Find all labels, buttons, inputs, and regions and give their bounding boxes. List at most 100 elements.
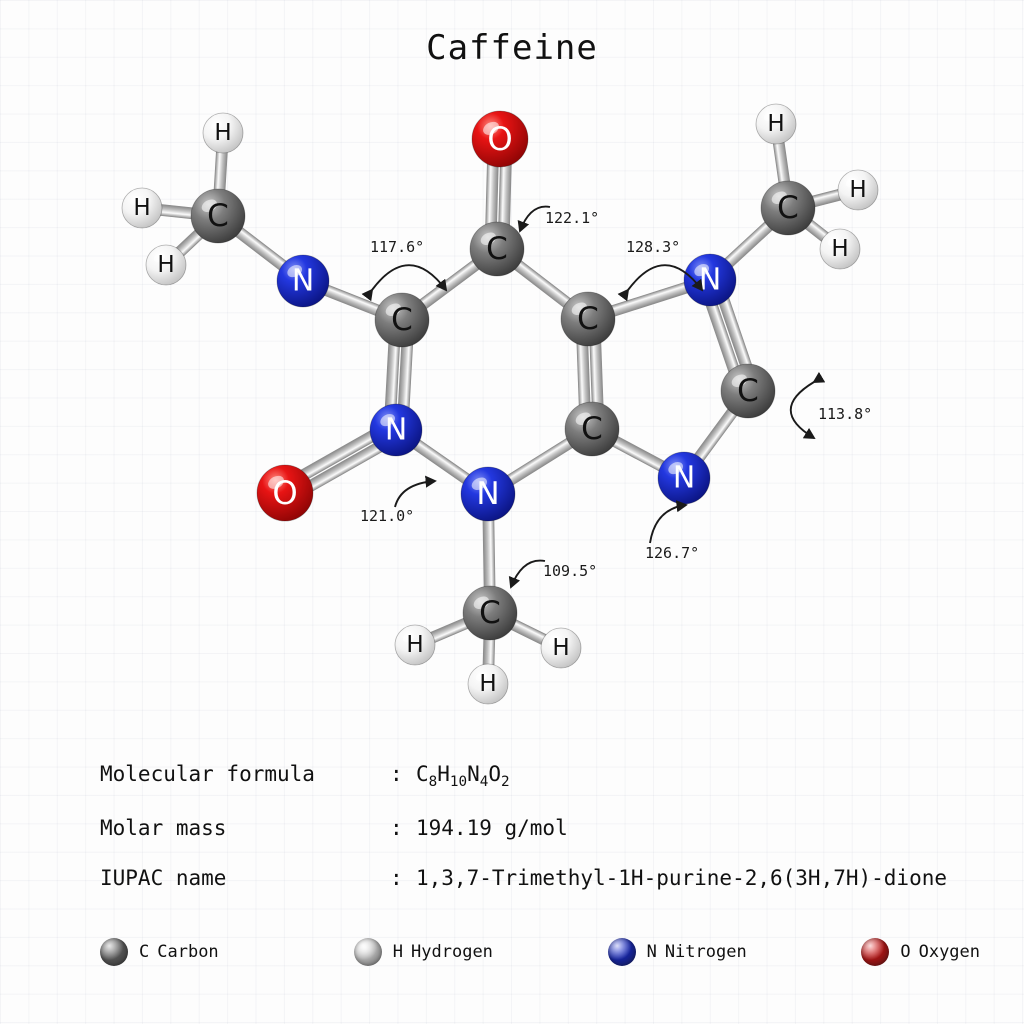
atom-o-left[interactable]: O bbox=[256, 464, 314, 522]
angle-arc bbox=[789, 371, 826, 439]
legend-hydrogen-name: Hydrogen bbox=[411, 942, 493, 962]
angle-128-3: 128.3° bbox=[626, 238, 681, 256]
atom-label: O bbox=[487, 120, 512, 158]
molar-mass-key: Molar mass bbox=[100, 816, 227, 841]
legend-oxygen-symbol: O bbox=[900, 942, 911, 962]
atom-label: H bbox=[849, 177, 866, 203]
atom-label: N bbox=[385, 413, 407, 448]
angle-arc bbox=[394, 475, 437, 508]
atom-label: N bbox=[476, 476, 499, 512]
angle-109-5: 109.5° bbox=[543, 562, 598, 580]
legend-hydrogen-text: H Hydrogen bbox=[393, 942, 493, 962]
iupac-name-key: IUPAC name bbox=[100, 866, 227, 891]
molar-mass-colon: : bbox=[390, 816, 403, 841]
iupac-name-value: 1,3,7-Trimethyl-1H-purine-2,6(3H,7H)-dio… bbox=[416, 866, 948, 891]
bond bbox=[575, 318, 605, 430]
atom-h-left-mid[interactable]: H bbox=[121, 187, 163, 229]
atom-n3-ring[interactable]: N bbox=[369, 403, 423, 457]
iupac-name-colon: : bbox=[390, 866, 403, 891]
legend-oxygen-name: Oxygen bbox=[918, 942, 981, 962]
atom-c5-ring[interactable]: C bbox=[560, 291, 616, 347]
atom-n7-ring[interactable]: N bbox=[683, 253, 737, 307]
atom-label: C bbox=[737, 373, 759, 409]
atom-label: N bbox=[699, 263, 721, 298]
molecular-formula-key: Molecular formula bbox=[100, 762, 315, 786]
atom-h-left-bottom[interactable]: H bbox=[145, 244, 187, 286]
atom-label: C bbox=[777, 190, 799, 226]
info-row-molecular-formula: Molecular formula: C8H10N4O2 bbox=[100, 762, 980, 790]
atom-label: H bbox=[831, 236, 848, 262]
legend-hydrogen: H Hydrogen bbox=[353, 938, 608, 966]
atom-h-right-mid[interactable]: H bbox=[837, 169, 879, 211]
angle-arc-layer bbox=[361, 205, 826, 589]
legend-carbon-name: Carbon bbox=[157, 942, 219, 962]
atom-label: C bbox=[479, 595, 501, 631]
info-row-iupac-name: IUPAC name:1,3,7-Trimethyl-1H-purine-2,6… bbox=[100, 866, 980, 890]
legend-nitrogen-swatch bbox=[607, 938, 636, 966]
atom-h-right-bottom[interactable]: H bbox=[819, 228, 861, 270]
atom-h-right-top[interactable]: H bbox=[755, 103, 797, 145]
atom-label: H bbox=[552, 635, 569, 661]
legend: C Carbon H Hydrogen N Nitrogen O Oxygen bbox=[100, 938, 980, 966]
atom-label: H bbox=[214, 120, 231, 146]
atom-n-bottom-ring[interactable]: N bbox=[460, 466, 516, 522]
molecular-formula-value: C8H10N4O2 bbox=[416, 762, 510, 791]
molecular-formula-colon: : bbox=[390, 762, 403, 786]
atom-label: C bbox=[391, 302, 413, 338]
angle-122-1: 122.1° bbox=[545, 209, 600, 227]
atom-methyl-c-right[interactable]: C bbox=[760, 180, 816, 236]
atom-c6-ring[interactable]: C bbox=[374, 292, 430, 348]
atom-h-bottom-right[interactable]: H bbox=[540, 627, 582, 669]
legend-hydrogen-swatch bbox=[353, 938, 382, 966]
legend-nitrogen-name: Nitrogen bbox=[664, 942, 747, 962]
atom-label: O bbox=[272, 474, 297, 512]
legend-carbon-text: C Carbon bbox=[139, 942, 219, 962]
angle-113-8: 113.8° bbox=[818, 405, 873, 423]
atom-label: N bbox=[292, 264, 314, 299]
atom-label: H bbox=[479, 671, 496, 697]
angle-arc bbox=[508, 559, 546, 589]
angle-arc bbox=[617, 264, 704, 302]
legend-nitrogen-text: N Nitrogen bbox=[647, 942, 747, 962]
atom-methyl-c-bottom[interactable]: C bbox=[462, 585, 518, 641]
legend-nitrogen-symbol: N bbox=[646, 942, 657, 962]
molar-mass-value: 194.19 g/mol bbox=[416, 816, 568, 841]
legend-oxygen: O Oxygen bbox=[861, 938, 980, 966]
legend-carbon: C Carbon bbox=[100, 938, 354, 966]
atom-methyl-c-left[interactable]: C bbox=[190, 188, 246, 244]
angle-117-6: 117.6° bbox=[370, 238, 425, 256]
legend-oxygen-swatch bbox=[861, 938, 890, 966]
angle-arc bbox=[649, 500, 688, 544]
atom-c-carbonyl-top[interactable]: C bbox=[469, 221, 525, 277]
atom-n1-ring[interactable]: N bbox=[276, 254, 330, 308]
angle-arc bbox=[517, 205, 551, 233]
legend-hydrogen-symbol: H bbox=[392, 942, 404, 962]
legend-nitrogen: N Nitrogen bbox=[607, 938, 862, 966]
atom-h-left-top[interactable]: H bbox=[202, 112, 244, 154]
info-row-molar-mass: Molar mass:194.19 g/mol bbox=[100, 816, 980, 840]
angle-126-7: 126.7° bbox=[645, 544, 700, 562]
atom-label: N bbox=[673, 461, 695, 496]
angle-121-0: 121.0° bbox=[360, 507, 415, 525]
atom-h-bottom-left[interactable]: H bbox=[394, 624, 436, 666]
atom-label: C bbox=[486, 231, 508, 267]
atom-label: H bbox=[767, 111, 784, 137]
atom-label: C bbox=[577, 301, 599, 337]
atom-c4-ring[interactable]: C bbox=[564, 401, 620, 457]
atom-c8-ring[interactable]: C bbox=[720, 363, 776, 419]
atom-h-bottom-center[interactable]: H bbox=[467, 663, 509, 705]
atom-label: H bbox=[406, 632, 423, 658]
angle-arc bbox=[361, 264, 448, 302]
page-title: Caffeine bbox=[426, 28, 598, 68]
atom-label: C bbox=[581, 411, 603, 447]
legend-carbon-swatch bbox=[100, 938, 128, 966]
atom-label: C bbox=[207, 198, 229, 234]
atom-label: H bbox=[157, 252, 174, 278]
atom-n9-ring[interactable]: N bbox=[657, 451, 711, 505]
legend-carbon-symbol: C bbox=[139, 942, 150, 962]
atom-o-top[interactable]: O bbox=[471, 110, 529, 168]
legend-oxygen-text: O Oxygen bbox=[900, 942, 980, 962]
